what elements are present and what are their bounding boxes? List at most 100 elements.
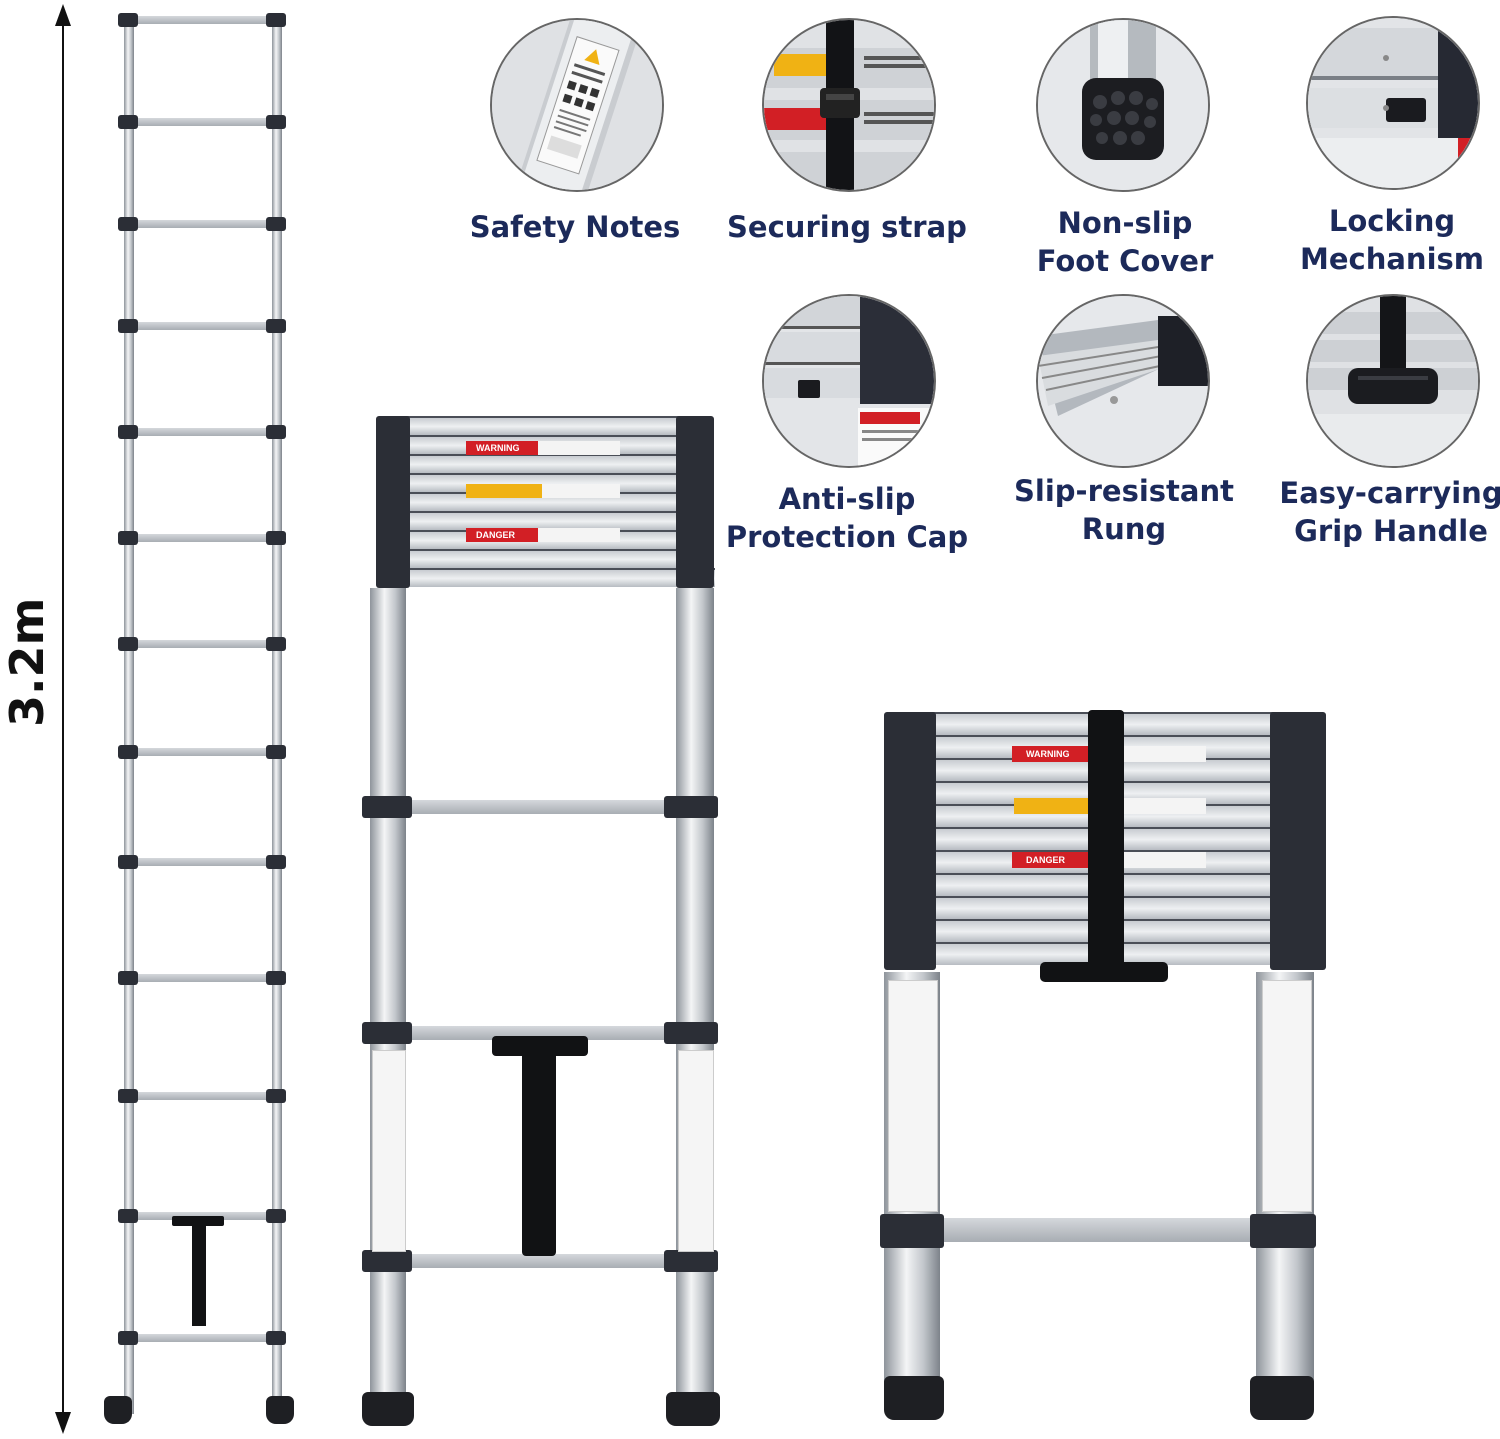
ladder-joint-cap (266, 425, 286, 439)
ladder-rung (130, 974, 278, 982)
danger-tag (466, 528, 538, 542)
ladder-joint-cap (266, 217, 286, 231)
securing-strap-closeup-icon (762, 18, 936, 192)
rung-closeup-icon (1036, 294, 1210, 468)
ladder-left-rail (370, 588, 406, 1408)
ladder-joint-cap (1250, 1214, 1316, 1248)
ladder-rung (406, 1026, 676, 1040)
feature-label-rung: Slip-resistant Rung (1014, 474, 1234, 546)
ladder-joint-cap (266, 637, 286, 651)
ladder-joint-cap (118, 1331, 138, 1345)
ladder-joint-cap (664, 1250, 718, 1272)
ladder-joint-cap (118, 115, 138, 129)
ladder-rung (406, 1254, 676, 1268)
feature-label-grip-handle: Easy-carrying Grip Handle (1279, 476, 1500, 548)
ladder-joint-cap (266, 745, 286, 759)
arrow-down-icon (55, 1412, 71, 1434)
ladder-joint-cap (266, 1209, 286, 1223)
ladder-joint-cap (362, 796, 412, 818)
safety-sticker (372, 1050, 406, 1252)
feature-label-securing-strap: Securing strap (727, 210, 967, 244)
ladder-joint-cap (664, 1022, 718, 1044)
ladder-joint-cap (118, 745, 138, 759)
ladder-rung (130, 748, 278, 756)
foot-cover-closeup-icon (1036, 18, 1210, 192)
ladder-rung (130, 1092, 278, 1100)
ladder-foot-cap (1250, 1376, 1314, 1420)
danger-text-panel (538, 528, 620, 542)
carry-strap (522, 1042, 556, 1256)
safety-notes-closeup-icon (490, 18, 664, 192)
ladder-joint-cap (266, 319, 286, 333)
warning-text-panel (1122, 746, 1206, 762)
locking-mechanism-closeup-icon (1306, 16, 1480, 190)
feature-label-safety-notes: Safety Notes (469, 210, 681, 244)
carry-strap (192, 1216, 206, 1326)
warning-tag (1012, 746, 1094, 762)
safety-sticker (678, 1050, 714, 1252)
caution-text-panel (542, 484, 620, 498)
ladder-side-cap (884, 712, 936, 970)
danger-tag-text: DANGER (1026, 855, 1066, 865)
ladder-side-cap (376, 416, 410, 588)
ladder-rung (406, 800, 676, 814)
ladder-joint-cap (266, 1331, 286, 1345)
ladder-joint-cap (362, 1022, 412, 1044)
ladder-side-cap (676, 416, 714, 588)
ladder-foot-cap (362, 1392, 414, 1426)
ladder-rung (130, 16, 278, 24)
ladder-joint-cap (266, 855, 286, 869)
caution-text-panel (1122, 798, 1206, 814)
arrow-up-icon (55, 4, 71, 26)
ladder-rung (130, 1334, 278, 1342)
ladder-rung (130, 534, 278, 542)
collapsed-rung-block (381, 511, 713, 530)
feature-label-locking-mechanism: Locking Mechanism (1300, 204, 1484, 276)
collapsed-rung-block (382, 454, 712, 473)
collapsed-rung-block (379, 568, 715, 587)
ladder-joint-cap (118, 531, 138, 545)
ladder-joint-cap (118, 1209, 138, 1223)
caution-tag (466, 484, 542, 498)
ladder-joint-cap (266, 13, 286, 27)
warning-tag (466, 441, 538, 455)
ladder-joint-cap (266, 971, 286, 985)
ladder-rung (940, 1218, 1256, 1242)
protection-cap-closeup-icon (762, 294, 936, 468)
ladder-joint-cap (118, 217, 138, 231)
ladder-foot-cap (104, 1396, 132, 1424)
danger-text-panel (1122, 852, 1206, 868)
ladder-foot-cap (666, 1392, 720, 1426)
ladder-joint-cap (118, 971, 138, 985)
ladder-joint-cap (118, 637, 138, 651)
ladder-foot-cap (266, 1396, 294, 1424)
grip-handle (1040, 962, 1168, 982)
carry-strap (1088, 710, 1124, 972)
collapsed-rung-block (379, 549, 715, 568)
ladder-joint-cap (118, 13, 138, 27)
warning-text-panel (538, 441, 620, 455)
height-dimension-line (62, 18, 64, 1418)
ladder-joint-cap (118, 855, 138, 869)
ladder-foot-cap (884, 1376, 944, 1420)
ladder-right-rail (272, 14, 282, 1414)
danger-tag-text: DANGER (476, 530, 516, 540)
height-label: 3.2m (0, 597, 54, 727)
ladder-right-rail (676, 588, 714, 1408)
ladder-left-rail (124, 14, 134, 1414)
ladder-rung (130, 220, 278, 228)
ladder-joint-cap (266, 115, 286, 129)
feature-label-protection-cap: Anti-slip Protection Cap (725, 482, 969, 554)
grip-handle (492, 1036, 588, 1056)
ladder-side-cap (1270, 712, 1326, 970)
ladder-joint-cap (266, 1089, 286, 1103)
ladder-joint-cap (118, 425, 138, 439)
ladder-rung (130, 640, 278, 648)
ladder-joint-cap (118, 319, 138, 333)
ladder-rung (130, 858, 278, 866)
warning-tag-text: WARNING (476, 443, 520, 453)
ladder-joint-cap (880, 1214, 944, 1248)
ladder-rung (130, 118, 278, 126)
ladder-rung (130, 428, 278, 436)
safety-sticker (888, 980, 938, 1212)
